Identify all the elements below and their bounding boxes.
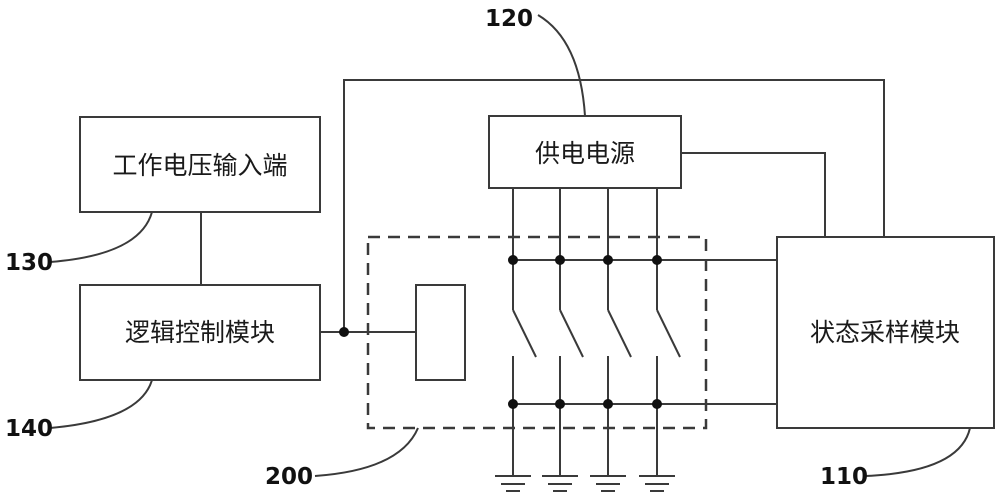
wire-logic-to-sampling (343, 79, 885, 332)
block-state-sampling-module: 状态采样模块 (776, 236, 995, 429)
wire-power-to-sampling (681, 152, 826, 237)
block-label: 逻辑控制模块 (125, 318, 275, 347)
junction-dot (555, 399, 565, 409)
junction-dot (603, 399, 613, 409)
relay-assembly-boundary (366, 235, 708, 430)
leader-200 (314, 427, 419, 477)
relay-coil (415, 284, 466, 381)
block-power-supply: 供电电源 (488, 115, 682, 189)
block-working-voltage-input: 工作电压输入端 (79, 116, 321, 213)
ref-number-120: 120 (485, 6, 533, 32)
block-logic-control-module: 逻辑控制模块 (79, 284, 321, 381)
junction-dot (652, 255, 662, 265)
block-label: 工作电压输入端 (112, 151, 287, 180)
switch-blade (607, 309, 632, 358)
ref-number-130: 130 (5, 250, 53, 276)
junction-dot (603, 255, 613, 265)
block-label: 状态采样模块 (810, 318, 960, 347)
switch-channels (495, 188, 681, 492)
ref-number-110: 110 (820, 464, 868, 490)
switch-blade (656, 309, 681, 358)
switch-blade (512, 309, 537, 358)
ref-number-140: 140 (5, 416, 53, 442)
ref-number-200: 200 (265, 464, 313, 490)
junction-dot (508, 399, 518, 409)
switch-blade (559, 309, 584, 358)
leader-140 (49, 379, 153, 429)
junction-dot (652, 399, 662, 409)
junction-dot (339, 327, 349, 337)
leader-130 (49, 211, 153, 263)
junction-dot (555, 255, 565, 265)
block-label: 供电电源 (535, 139, 635, 168)
leader-110 (864, 427, 971, 477)
leader-120 (537, 14, 586, 117)
junction-dot (508, 255, 518, 265)
